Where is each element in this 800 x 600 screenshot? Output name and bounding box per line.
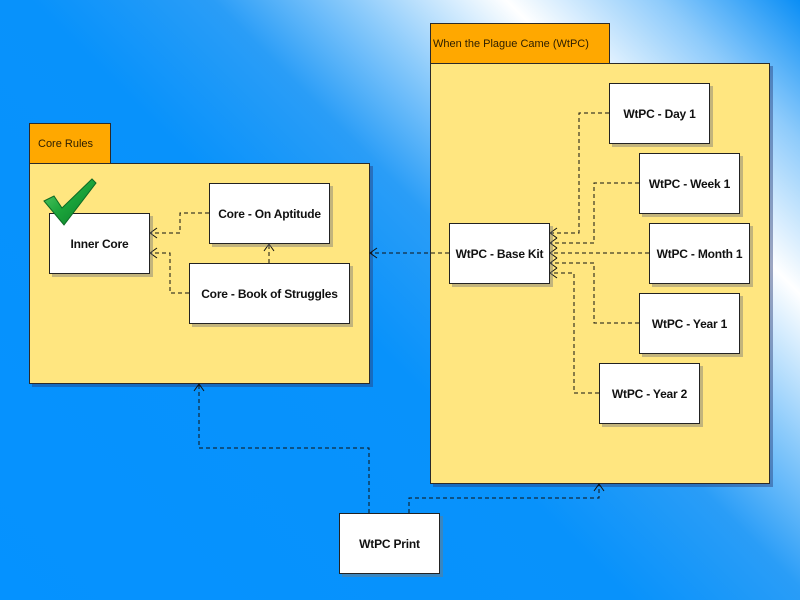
checkmark-icon — [43, 178, 97, 226]
node-label: WtPC - Day 1 — [623, 106, 696, 121]
node-label: WtPC Print — [359, 536, 420, 551]
node-label: WtPC - Week 1 — [648, 176, 731, 191]
node-label: Core - Book of Struggles — [201, 286, 338, 301]
node-wtpc-base-kit[interactable]: WtPC - Base Kit — [449, 223, 550, 284]
node-wtpc-year-1[interactable]: WtPC - Year 1 — [639, 293, 740, 354]
node-label: WtPC - Year 1 — [651, 316, 728, 331]
node-wtpc-month-1[interactable]: WtPC - Month 1 — [649, 223, 750, 284]
node-label: WtPC - Base Kit — [455, 246, 544, 261]
edge-print-to-core-rules[interactable] — [198, 384, 370, 513]
node-wtpc-day-1[interactable]: WtPC - Day 1 — [609, 83, 710, 144]
arrowhead-icon — [193, 383, 205, 392]
package-tab-core-rules[interactable]: Core Rules — [29, 123, 111, 164]
package-label: Core Rules — [38, 137, 94, 150]
node-core-book-of-struggles[interactable]: Core - Book of Struggles — [189, 263, 350, 324]
node-label: WtPC - Year 2 — [611, 386, 688, 401]
node-wtpc-year-2[interactable]: WtPC - Year 2 — [599, 363, 700, 424]
arrowhead-icon — [593, 483, 605, 492]
node-core-on-aptitude[interactable]: Core - On Aptitude — [209, 183, 330, 244]
node-label: Inner Core — [70, 236, 129, 251]
package-label: When the Plague Came (WtPC) — [433, 37, 589, 50]
node-wtpc-print[interactable]: WtPC Print — [339, 513, 440, 574]
arrowhead-icon — [369, 247, 378, 259]
node-label: WtPC - Month 1 — [656, 246, 743, 261]
node-label: Core - On Aptitude — [218, 206, 321, 221]
edge-print-to-wtpc[interactable] — [408, 484, 600, 513]
package-tab-wtpc[interactable]: When the Plague Came (WtPC) — [430, 23, 610, 64]
node-wtpc-week-1[interactable]: WtPC - Week 1 — [639, 153, 740, 214]
